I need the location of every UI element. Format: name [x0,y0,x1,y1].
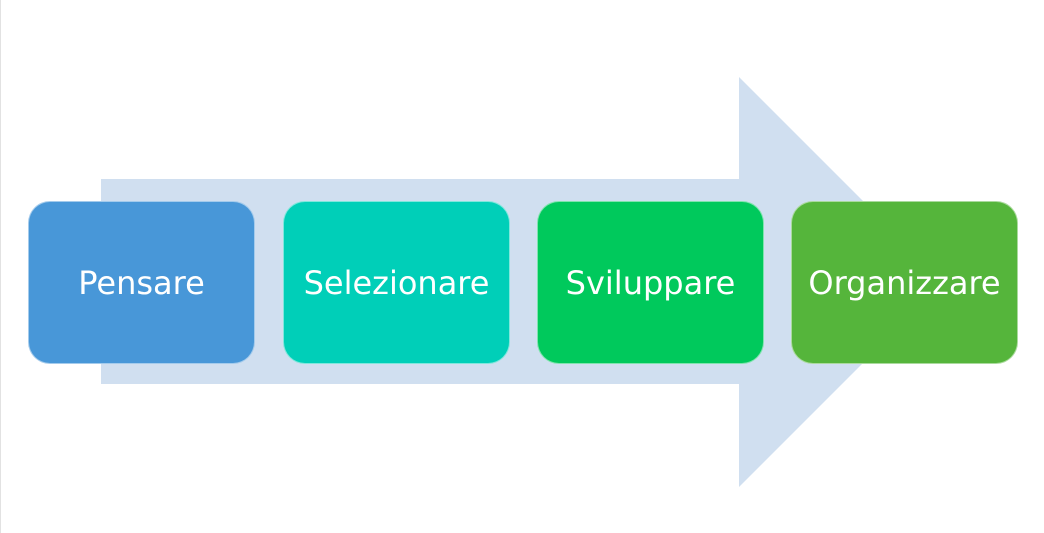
step-label: Selezionare [303,263,490,302]
step-label: Organizzare [808,263,1001,302]
left-border [0,0,1,533]
arrow-shape [101,77,944,487]
step-organizzare: Organizzare [791,201,1018,364]
step-sviluppare: Sviluppare [537,201,764,364]
step-label: Pensare [78,263,205,302]
step-selezionare: Selezionare [283,201,510,364]
step-label: Sviluppare [565,263,736,302]
step-pensare: Pensare [28,201,255,364]
